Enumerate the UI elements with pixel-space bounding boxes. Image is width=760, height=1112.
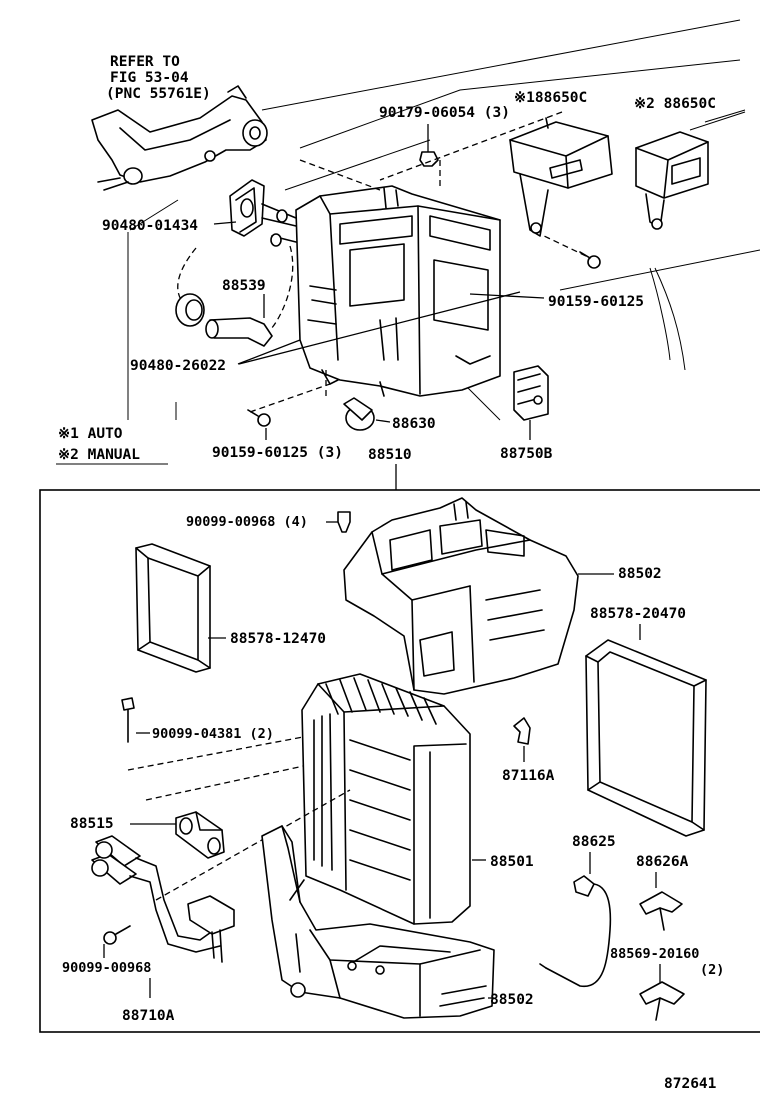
grommet-plate-90480-01434-part (229, 179, 265, 237)
label-90099-04381: 90099-04381 (2) (152, 726, 274, 742)
label-90159-60125-3: 90159-60125 (3) (212, 445, 343, 461)
label-88502-bottom: 88502 (490, 992, 534, 1008)
expansion-valve-88515-part (175, 811, 225, 859)
label-88510: 88510 (368, 447, 412, 463)
lower-case-88502-part (261, 825, 495, 1019)
refer-note-line-1: REFER TO (110, 54, 180, 70)
servo-88630-part (343, 397, 375, 431)
label-90099-00968: 90099-00968 (62, 960, 151, 976)
label-188650c: ※188650C (514, 90, 587, 106)
legend-auto: ※1 AUTO (58, 426, 123, 442)
screw-90159-60125-3-icon (247, 409, 271, 427)
label-90159-60125-top: 90159-60125 (548, 294, 644, 310)
label-88515: 88515 (70, 816, 114, 832)
label-88626a: 88626A (636, 854, 689, 870)
clip-87116a-icon (513, 717, 531, 745)
label-88750b: 88750B (500, 446, 553, 462)
label-88578-12470: 88578-12470 (230, 631, 326, 647)
heater-unit-assembly-part (295, 185, 501, 397)
grommet-90480-26022-part (175, 293, 205, 327)
label-288650c: ※2 88650C (634, 96, 716, 112)
label-90480-01434: 90480-01434 (102, 218, 198, 234)
label-88539: 88539 (222, 278, 266, 294)
packing-88578-12470-part (135, 543, 211, 673)
drain-hose-88539-part (205, 317, 273, 347)
legend-manual: ※2 MANUAL (58, 447, 140, 463)
label-88502-top: 88502 (618, 566, 662, 582)
blower-resistor-88750b-part (513, 365, 549, 421)
label-88501: 88501 (490, 854, 534, 870)
thermistor-88625-part (539, 875, 612, 988)
pipe-88710a-part (91, 835, 235, 963)
diagram-id: 872641 (664, 1076, 717, 1092)
linkage-bracket-part (91, 85, 268, 191)
label-90480-26022: 90480-26022 (130, 358, 226, 374)
label-90179-06054: 90179-06054 (3) (379, 105, 510, 121)
label-88710a: 88710A (122, 1008, 175, 1024)
refer-note-line-3: (PNC 55761E) (106, 86, 211, 102)
upper-case-88502-part (343, 497, 579, 695)
clip-88626a-icon (639, 891, 683, 931)
amplifier-auto-part (509, 117, 613, 237)
label-88578-20470: 88578-20470 (590, 606, 686, 622)
label-88630: 88630 (392, 416, 436, 432)
screw-90099-00968-icon (103, 925, 131, 945)
label-88569-20160-qty: (2) (700, 962, 724, 978)
clip-90179-icon (419, 151, 439, 167)
refer-note-line-2: FIG 53-04 (110, 70, 189, 86)
screw-90159-icon (579, 251, 601, 269)
evaporator-88501-part (301, 673, 471, 925)
bolt-90099-04381-icon (121, 697, 135, 743)
evaporator-subassembly-frame (39, 489, 760, 1033)
packing-88578-20470-part (585, 639, 707, 837)
label-90099-00968-4: 90099-00968 (4) (186, 514, 308, 530)
amplifier-manual-part (635, 131, 709, 230)
screw-90099-00968-top-icon (337, 511, 351, 533)
label-88569-20160: 88569-20160 (610, 946, 699, 962)
label-88625: 88625 (572, 834, 616, 850)
clip-88569-20160-icon (639, 981, 685, 1021)
label-87116a: 87116A (502, 768, 555, 784)
